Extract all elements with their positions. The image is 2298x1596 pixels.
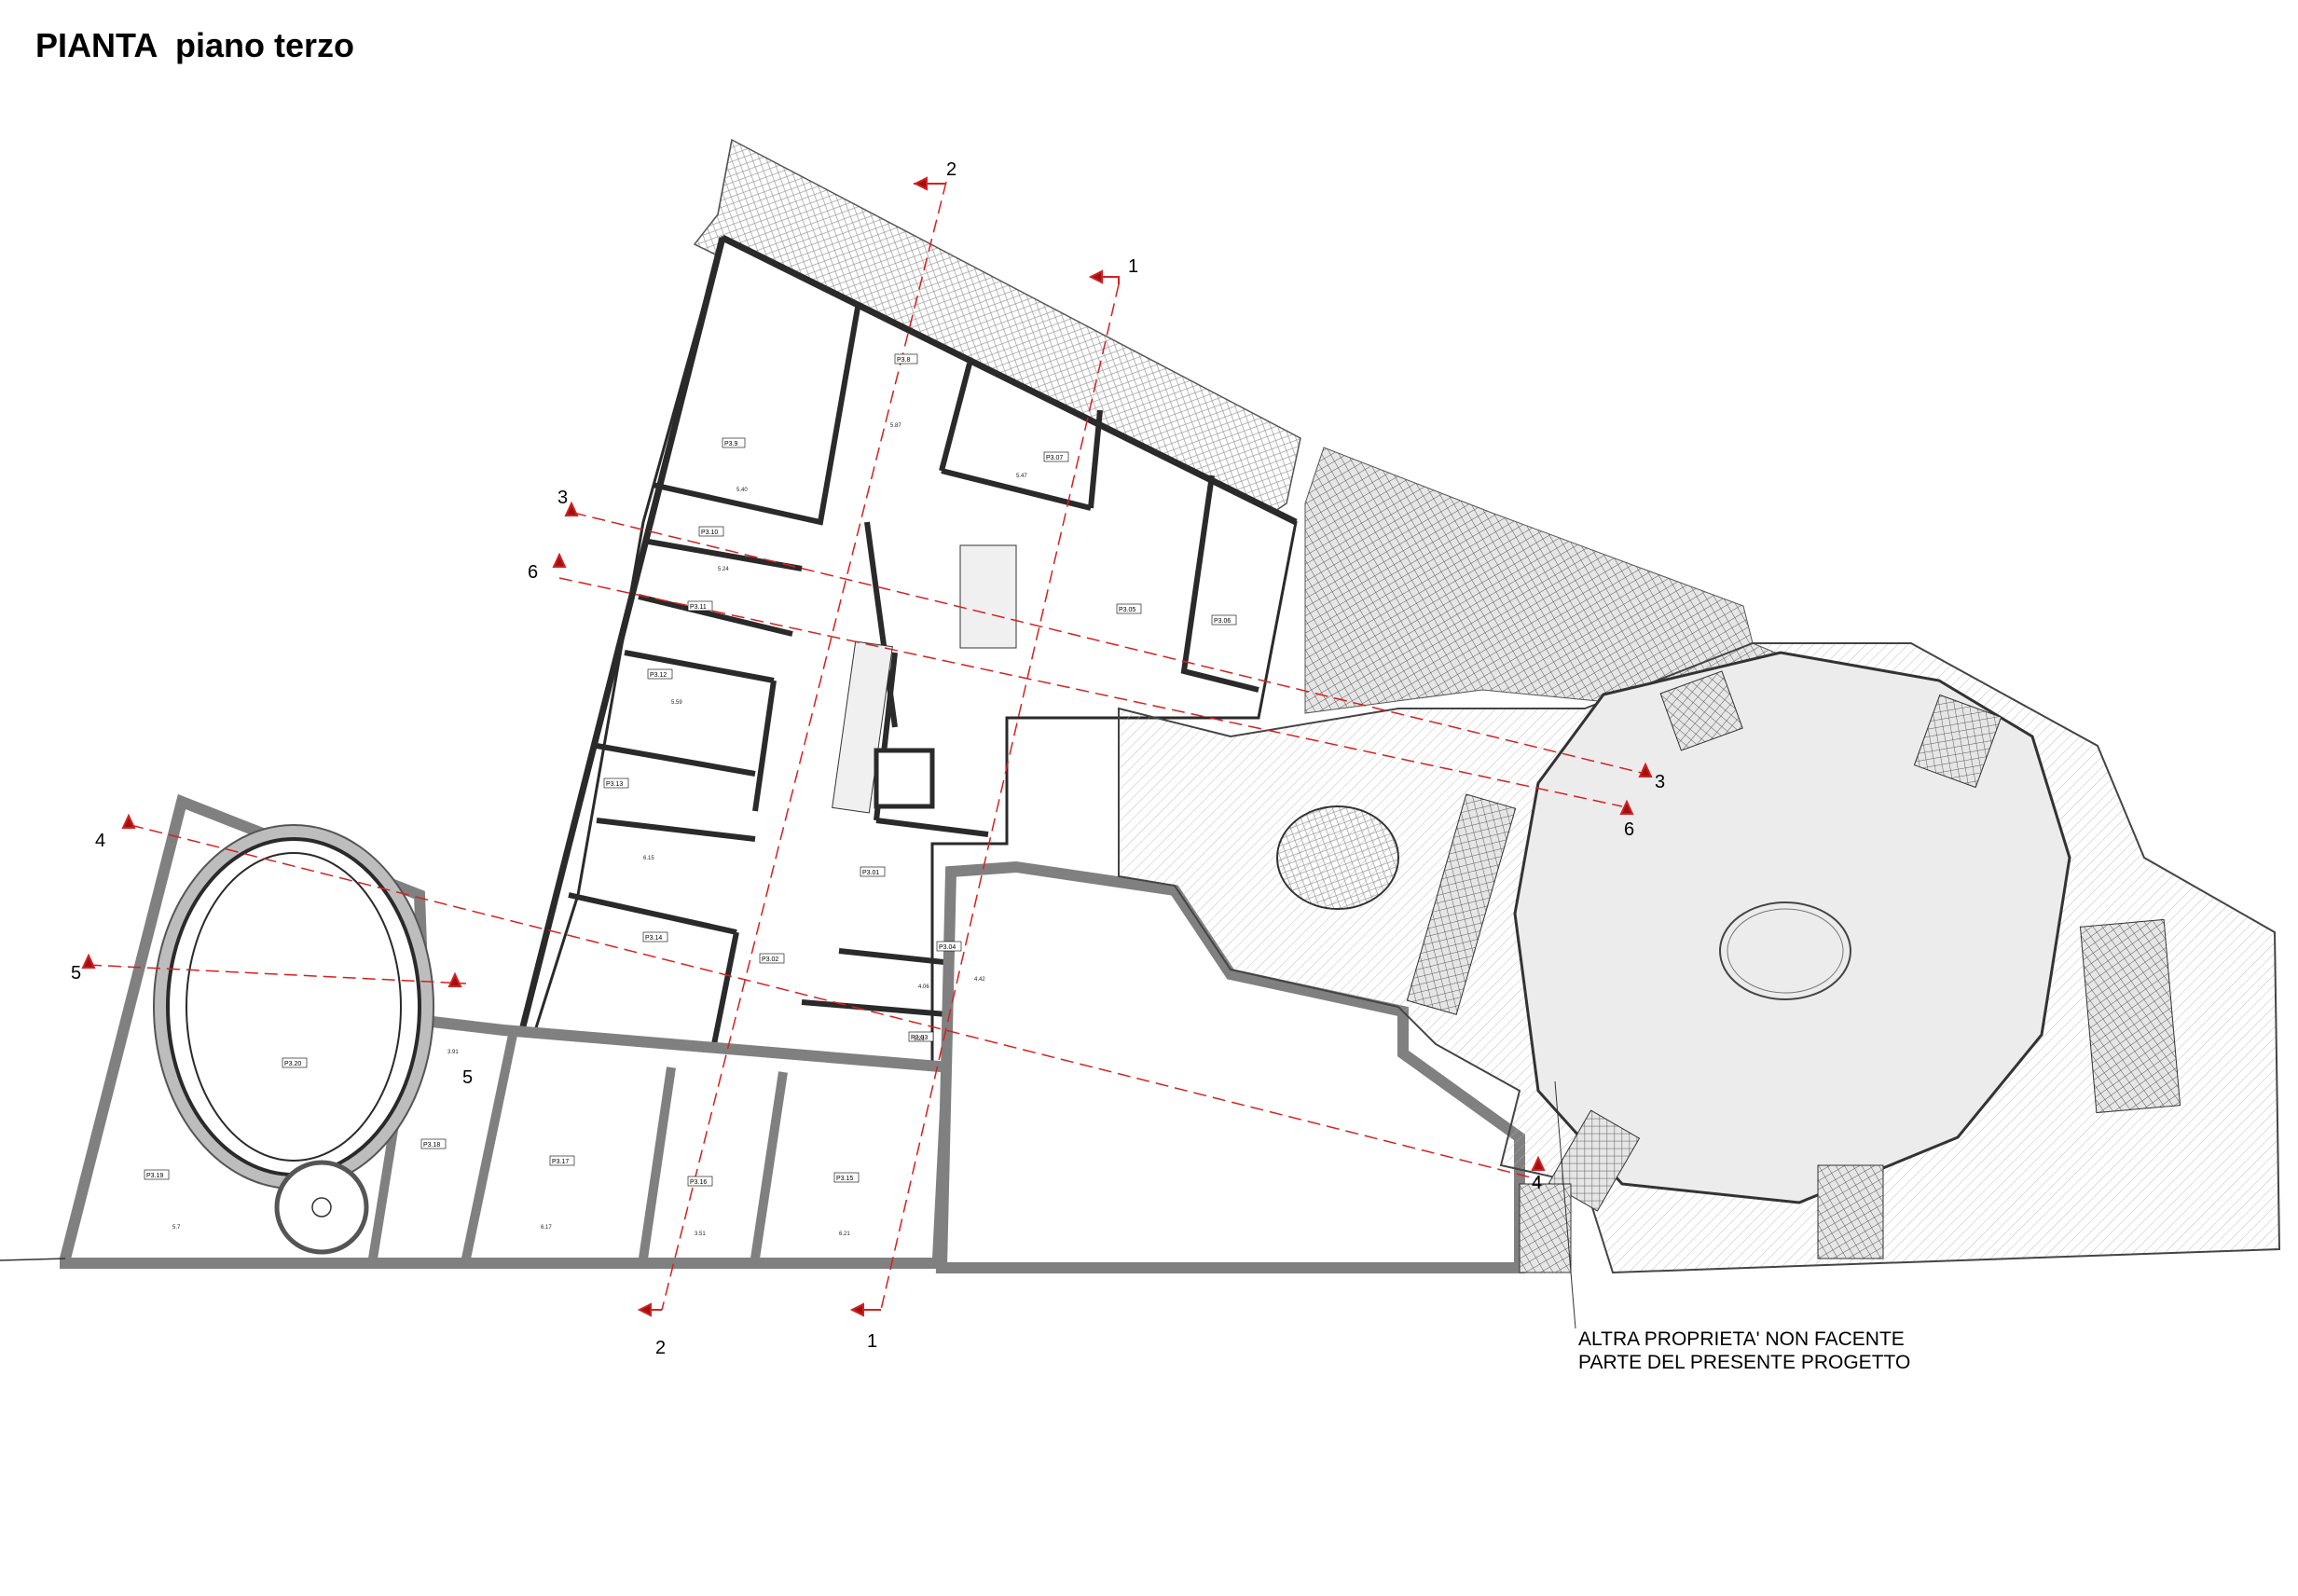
section-line-2: [661, 181, 947, 1311]
rotunda: [1513, 651, 2071, 1204]
dome: [1276, 805, 1399, 910]
dimension-label: 5.7: [172, 1225, 181, 1231]
room-tag: P3.18: [423, 1142, 440, 1149]
section-line-3: [572, 512, 1646, 775]
room-tag: P3.01: [862, 870, 879, 876]
cut-label-4-right: 4: [1532, 1173, 1542, 1193]
dimension-label: 5.47: [1016, 474, 1027, 479]
dimension-label: 5.24: [718, 567, 729, 572]
room-tag: P3.17: [552, 1159, 569, 1165]
main-building: [519, 235, 1298, 1074]
roof-tiles: [1406, 670, 2181, 1273]
cut-markers: [81, 176, 1653, 1317]
cut-label-1-top: 1: [1128, 256, 1138, 277]
room-tag: P3.04: [939, 944, 956, 951]
dimension-label: 4.06: [918, 984, 929, 990]
room-tag: P3.9: [724, 441, 738, 447]
dimension-label: 5.87: [890, 423, 901, 429]
dimension-label: 4.42: [974, 977, 985, 983]
cut-label-4-left: 4: [95, 831, 105, 851]
cut-label-6-right: 6: [1624, 819, 1634, 840]
dimension-label: 6.21: [839, 1231, 850, 1237]
room-tag: P3.03: [911, 1035, 928, 1041]
room-tag: P3.8: [897, 357, 911, 364]
room-tag: P3.06: [1214, 618, 1231, 625]
dimension-label: 6.17: [541, 1225, 552, 1231]
room-tag: P3.20: [284, 1061, 301, 1067]
dimension-label: 5.59: [671, 700, 682, 706]
cut-label-5-left: 5: [71, 963, 81, 984]
room-tag: P3.16: [690, 1179, 707, 1186]
cut-label-3-right: 3: [1655, 772, 1665, 792]
other-property-note: ALTRA PROPRIETA' NON FACENTE PARTE DEL P…: [1578, 1328, 1910, 1374]
cut-label-6-left: 6: [528, 562, 538, 583]
room-tag: P3.14: [645, 935, 662, 942]
note-line-1: ALTRA PROPRIETA' NON FACENTE: [1578, 1328, 1905, 1350]
note-line-2: PARTE DEL PRESENTE PROGETTO: [1578, 1352, 1911, 1373]
room-tag: P3.15: [836, 1176, 853, 1182]
room-tag: P3.10: [701, 530, 718, 536]
dimension-labels: 5.40 5.87 5.47 5.24 6.15 5.59 4.06 6.21 …: [172, 423, 1027, 1237]
room-tag: P3.12: [650, 672, 667, 679]
room-tag: P3.02: [762, 956, 778, 963]
cut-label-2-bottom: 2: [655, 1338, 666, 1358]
staircase: [832, 544, 1017, 814]
section-line-6: [558, 577, 1623, 807]
page-title: PIANTA piano terzo: [35, 26, 354, 64]
dimension-label: 3.91: [447, 1050, 459, 1055]
dimension-label: 3.51: [695, 1231, 706, 1237]
note-leader: [1554, 1080, 1576, 1329]
cut-label-3-left: 3: [557, 488, 568, 508]
courtyard: [935, 860, 1525, 1273]
section-line-5: [88, 964, 467, 984]
room-tag: P3.11: [690, 604, 707, 611]
cut-label-2-top: 2: [946, 159, 956, 180]
section-lines: [88, 181, 1646, 1311]
cut-label-1-bottom: 1: [867, 1331, 877, 1352]
dimension-label: 5.40: [736, 488, 748, 493]
room-tags: P3.9 P3.8 P3.07 P3.10 P3.06 P3.11 P3.05 …: [144, 353, 1237, 1187]
room-tag: P3.07: [1046, 455, 1063, 461]
room-tag: P3.05: [1119, 607, 1135, 613]
elevator: [874, 748, 935, 809]
section-line-4: [130, 824, 1539, 1180]
cut-label-5-right: 5: [462, 1067, 473, 1088]
dimension-label: 6.15: [643, 856, 654, 861]
room-tag: P3.13: [606, 781, 623, 788]
room-tag: P3.19: [146, 1173, 163, 1179]
oval-hall: [153, 824, 434, 1255]
dimension-label: 6.21: [914, 1037, 925, 1042]
